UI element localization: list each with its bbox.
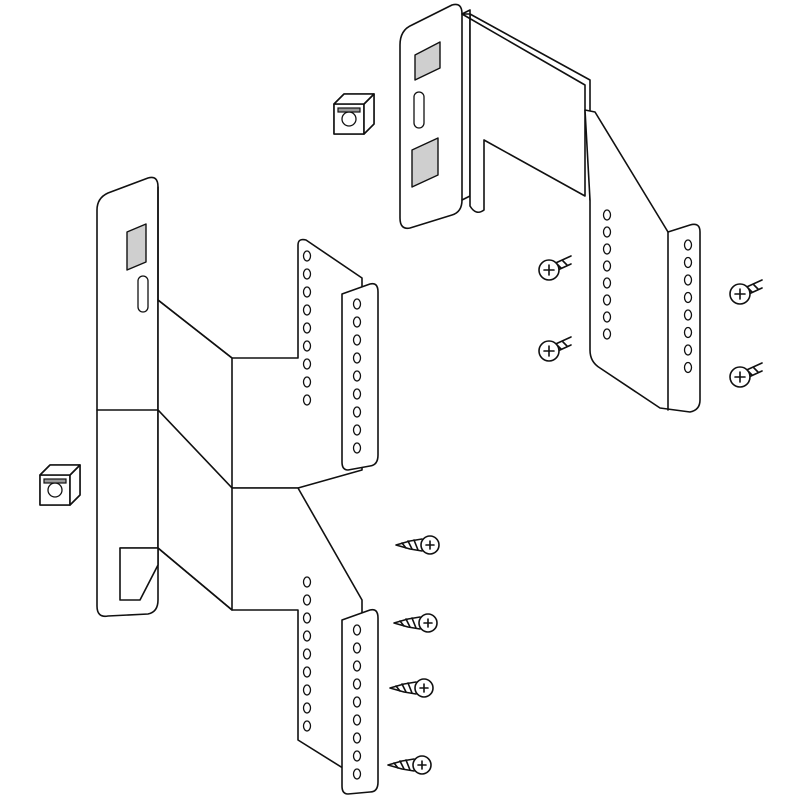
- screw-icon: [389, 678, 434, 698]
- cage-nut-left: [39, 464, 81, 506]
- screw-icon: [729, 279, 763, 305]
- screw-icon: [387, 755, 432, 775]
- screw-icon: [538, 255, 572, 281]
- screw-icon: [729, 362, 763, 388]
- screw-icon: [538, 336, 572, 362]
- screw-icon: [393, 613, 438, 633]
- bracket-left: [96, 176, 379, 795]
- screws-left: [387, 535, 440, 775]
- screw-icon: [395, 535, 440, 555]
- bracket-right: [399, 3, 701, 413]
- cage-nut-right: [333, 93, 375, 135]
